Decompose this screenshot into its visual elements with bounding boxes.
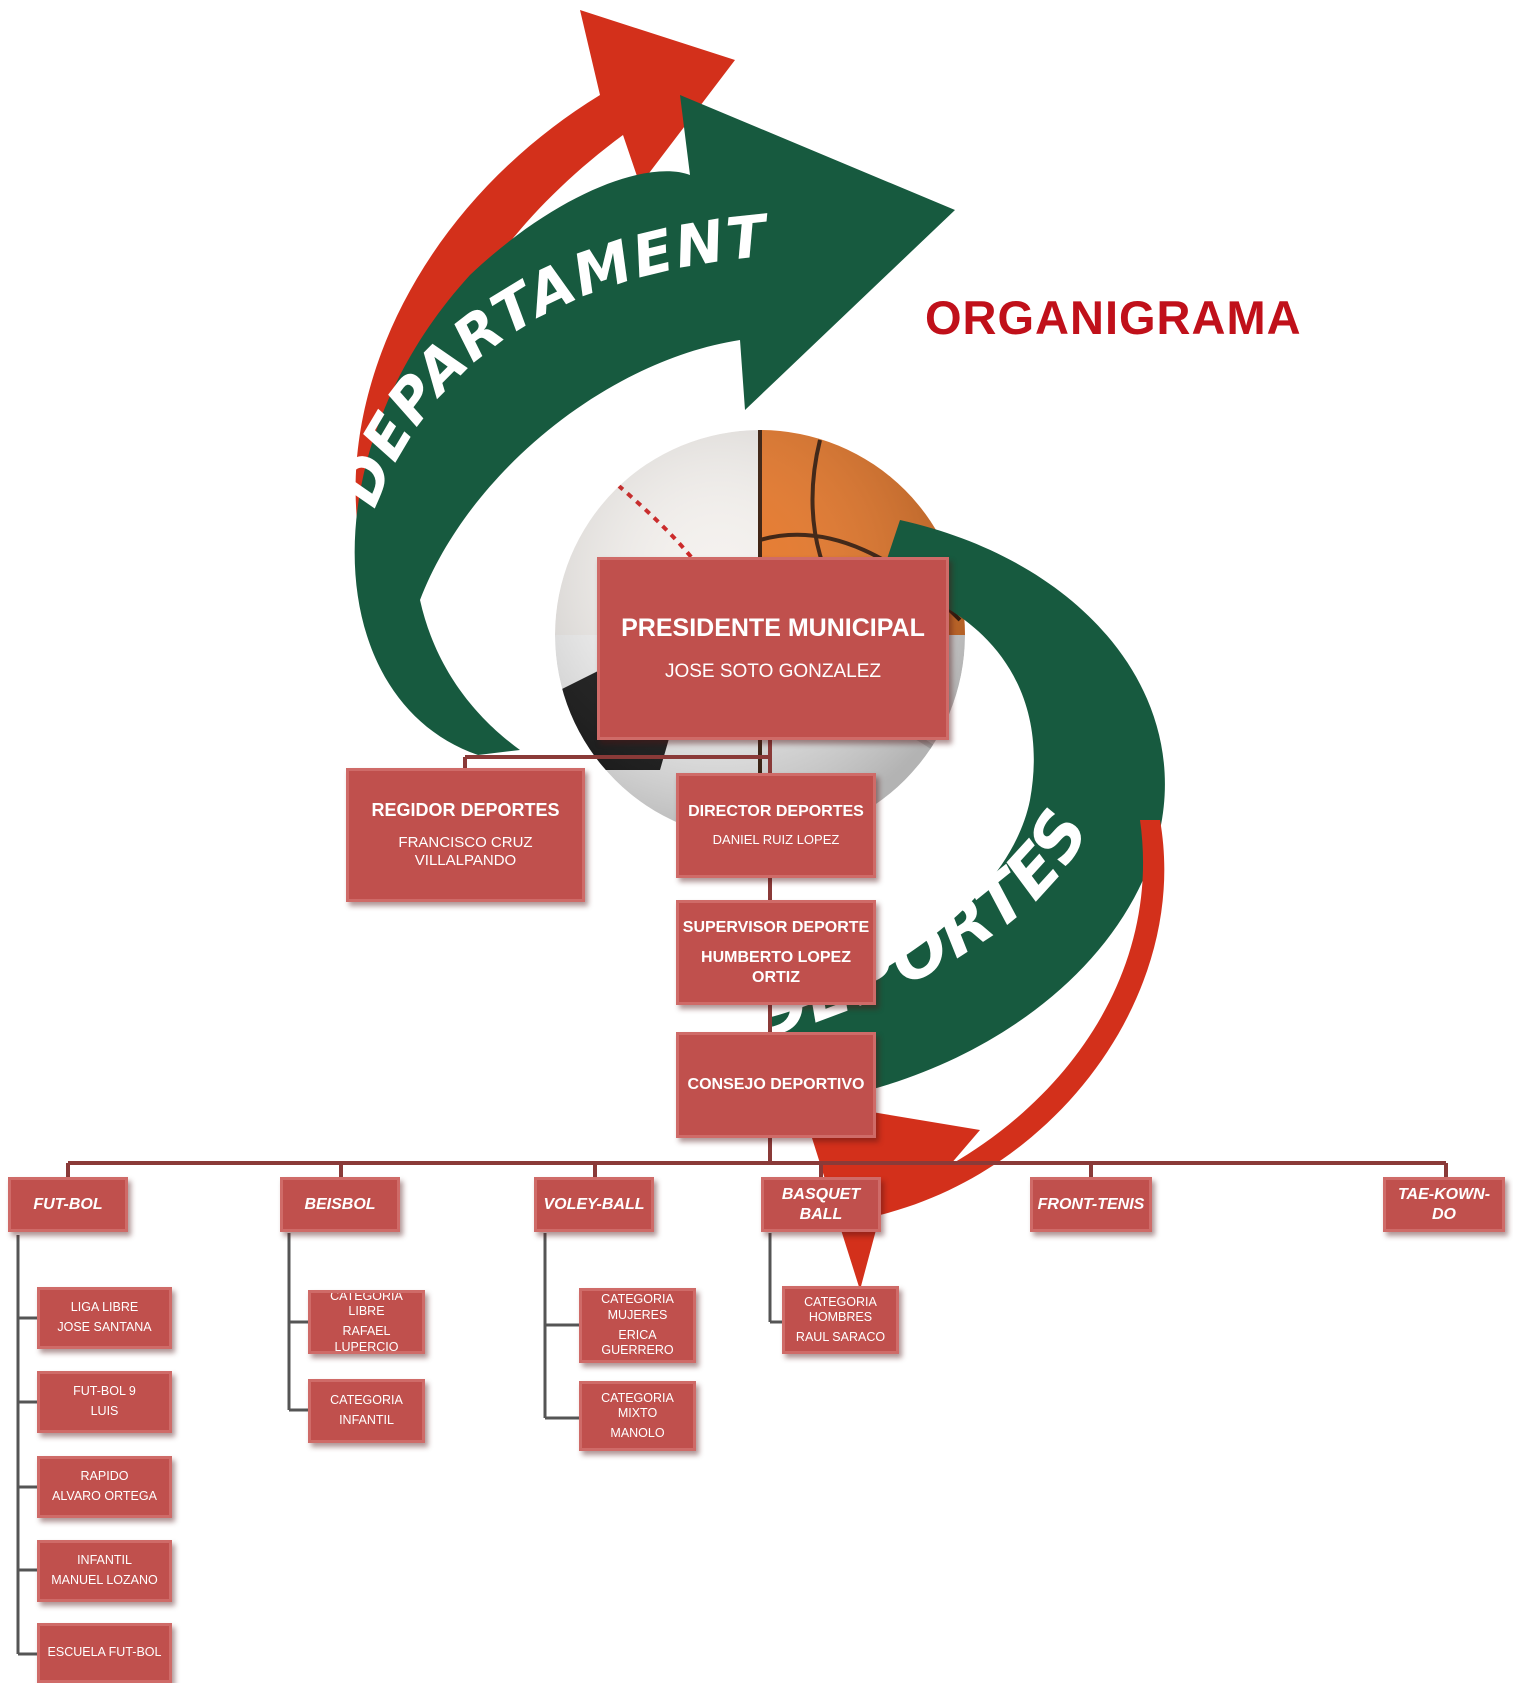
voley-item-title: CATEGORIA MIXTO (601, 1390, 674, 1421)
director-box: DIRECTOR DEPORTES DANIEL RUIZ LOPEZ (676, 773, 876, 878)
basquet-item-title: CATEGORIA HOMBRES (804, 1294, 877, 1325)
category-basquet-label: BASQUET BALL (781, 1185, 861, 1223)
beisbol-item-name: INFANTIL (339, 1413, 394, 1427)
futbol-item: INFANTIL MANUEL LOZANO (37, 1540, 172, 1602)
green-arrow-deportes (760, 520, 1165, 1095)
presidente-name: JOSE SOTO GONZALEZ (664, 661, 882, 683)
voley-item: CATEGORIA MUJERES ERICA GUERRERO (579, 1288, 696, 1363)
category-beisbol-label: BEISBOL (304, 1195, 376, 1213)
consejo-box: CONSEJO DEPORTIVO (676, 1032, 876, 1138)
category-taekowndo: TAE-KOWN-DO (1383, 1177, 1505, 1232)
beisbol-item: CATEGORIA LIBRE RAFAEL LUPERCIO (308, 1290, 425, 1354)
basquet-item: CATEGORIA HOMBRES RAUL SARACO (782, 1286, 899, 1354)
connectors (66, 740, 1448, 1177)
consejo-role: CONSEJO DEPORTIVO (687, 1076, 865, 1093)
category-beisbol: BEISBOL (280, 1177, 400, 1232)
beisbol-item-title: CATEGORIA (330, 1393, 403, 1408)
category-voley: VOLEY-BALL (534, 1177, 654, 1232)
futbol-item-name: LUIS (90, 1404, 119, 1418)
beisbol-item: CATEGORIA INFANTIL (308, 1379, 425, 1443)
green-arrow-departamento (354, 95, 955, 755)
voley-item-name: ERICA GUERRERO (601, 1327, 674, 1358)
director-name: DANIEL RUIZ LOPEZ (712, 832, 840, 848)
futbol-item: ESCUELA FUT-BOL (37, 1623, 172, 1683)
category-voley-label: VOLEY-BALL (543, 1195, 645, 1213)
beisbol-item-name: RAFAEL LUPERCIO (334, 1324, 399, 1354)
voley-item-name: MANOLO (610, 1425, 665, 1440)
supervisor-box: SUPERVISOR DEPORTE HUMBERTO LOPEZ ORTIZ (676, 900, 876, 1005)
category-fronttenis-label: FRONT-TENIS (1037, 1195, 1145, 1213)
category-futbol: FUT-BOL (8, 1177, 128, 1232)
voley-item-title: CATEGORIA MUJERES (601, 1292, 674, 1322)
presidente-role: PRESIDENTE MUNICIPAL (621, 614, 925, 642)
category-futbol-label: FUT-BOL (33, 1195, 103, 1213)
futbol-item-name: JOSE SANTANA (57, 1320, 152, 1334)
supervisor-role: SUPERVISOR DEPORTE (682, 918, 870, 936)
beisbol-item-title: CATEGORIA LIBRE (330, 1290, 403, 1319)
category-taekowndo-label: TAE-KOWN-DO (1397, 1185, 1491, 1223)
futbol-item-name: MANUEL LOZANO (51, 1573, 158, 1587)
futbol-item: RAPIDO ALVARO ORTEGA (37, 1456, 172, 1518)
voley-item: CATEGORIA MIXTO MANOLO (579, 1381, 696, 1451)
futbol-item: LIGA LIBRE JOSE SANTANA (37, 1287, 172, 1349)
presidente-box: PRESIDENTE MUNICIPAL JOSE SOTO GONZALEZ (597, 557, 949, 740)
futbol-item-title: INFANTIL (77, 1553, 132, 1568)
futbol-item-title: ESCUELA FUT-BOL (47, 1645, 162, 1660)
red-arrow-bottom (800, 820, 1165, 1290)
regidor-role: REGIDOR DEPORTES (371, 800, 560, 820)
regidor-name: FRANCISCO CRUZ VILLALPANDO (398, 833, 533, 870)
futbol-item: FUT-BOL 9 LUIS (37, 1371, 172, 1433)
futbol-item-name: ALVARO ORTEGA (52, 1489, 157, 1503)
futbol-item-title: RAPIDO (80, 1469, 129, 1484)
regidor-box: REGIDOR DEPORTES FRANCISCO CRUZ VILLALPA… (346, 768, 585, 902)
supervisor-name: HUMBERTO LOPEZ ORTIZ (701, 948, 851, 986)
director-role: DIRECTOR DEPORTES (688, 803, 864, 821)
futbol-item-title: LIGA LIBRE (70, 1300, 139, 1315)
futbol-item-title: FUT-BOL 9 (73, 1384, 136, 1399)
red-arrow-top (355, 10, 735, 640)
category-fronttenis: FRONT-TENIS (1030, 1177, 1152, 1232)
basquet-item-name: RAUL SARACO (795, 1329, 886, 1344)
category-basquet: BASQUET BALL (761, 1177, 881, 1232)
page-title: ORGANIGRAMA (925, 291, 1302, 344)
tree-lines (16, 1233, 782, 1656)
